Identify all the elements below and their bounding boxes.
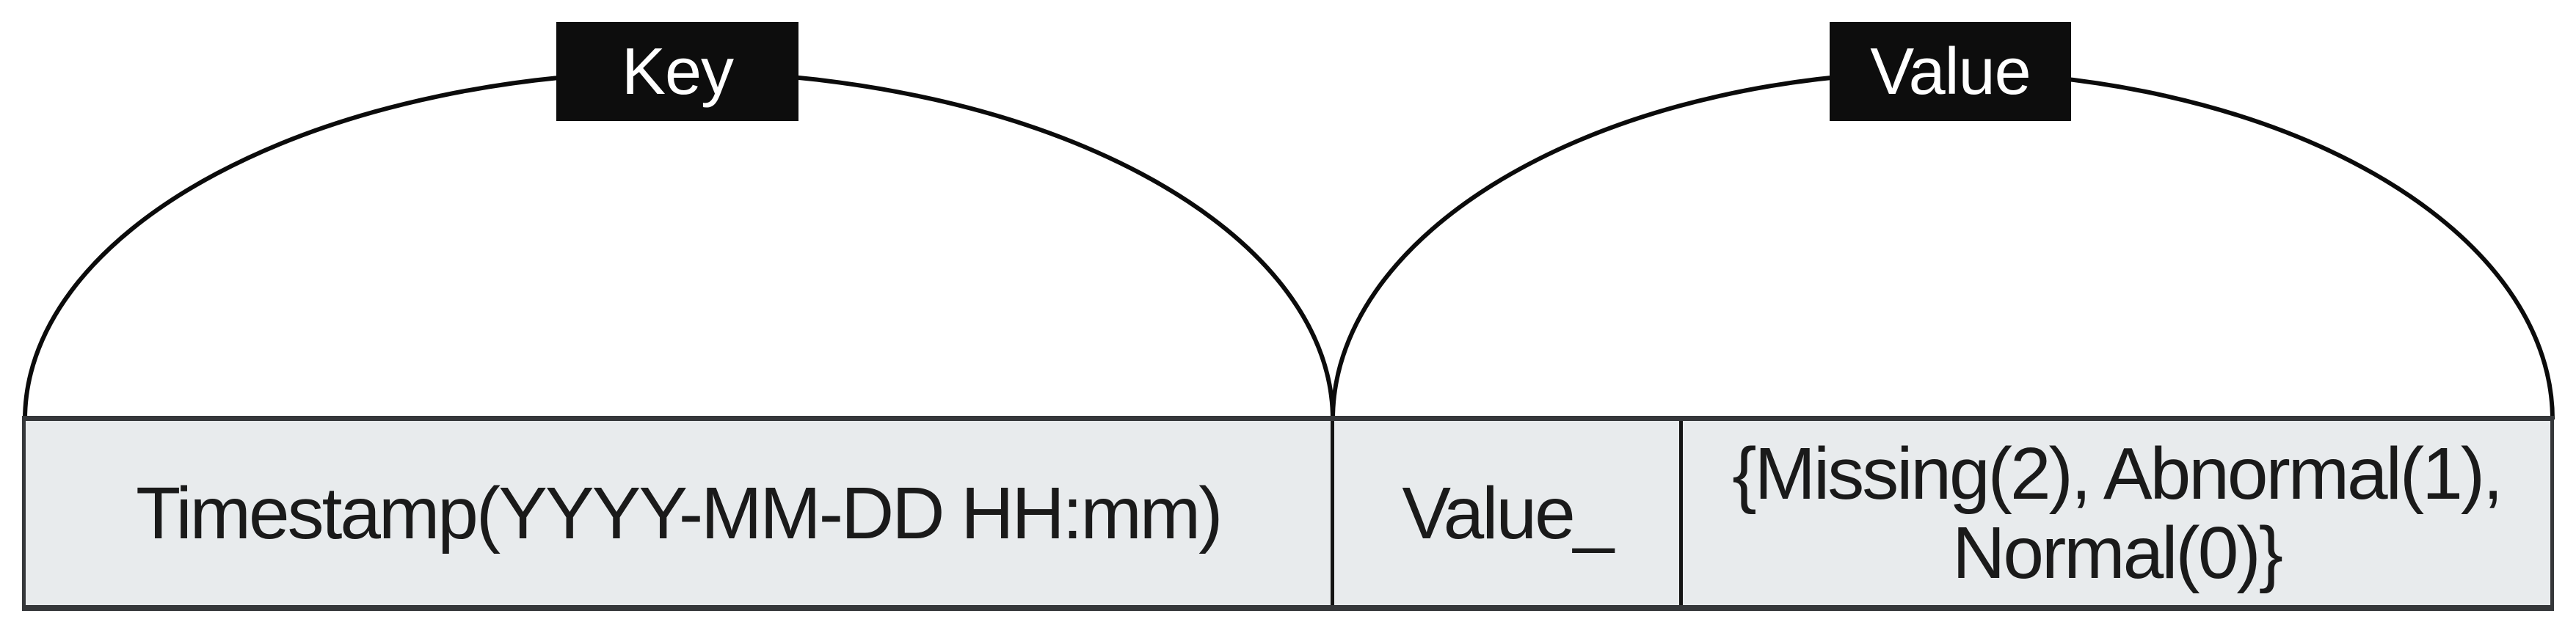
- schema-table: Timestamp(YYYY-MM-DD HH:mm) Value_ {Miss…: [22, 416, 2554, 611]
- value-domain-line-2: Normal(0)}: [1952, 511, 2283, 594]
- key-label: Key: [556, 22, 798, 121]
- value-label: Value: [1830, 22, 2071, 121]
- cell-value-domain: {Missing(2), Abnormal(1), Normal(0)}: [1679, 421, 2550, 605]
- timestamp-format-text: Timestamp(YYYY-MM-DD HH:mm): [136, 472, 1223, 554]
- value-field-text: Value_: [1402, 472, 1614, 554]
- cell-timestamp: Timestamp(YYYY-MM-DD HH:mm): [26, 421, 1331, 605]
- value-domain-line-1: {Missing(2), Abnormal(1),: [1732, 432, 2503, 515]
- key-brace-arc: [23, 70, 1335, 420]
- cell-value-field: Value_: [1331, 421, 1680, 605]
- value-brace-arc: [1331, 70, 2555, 420]
